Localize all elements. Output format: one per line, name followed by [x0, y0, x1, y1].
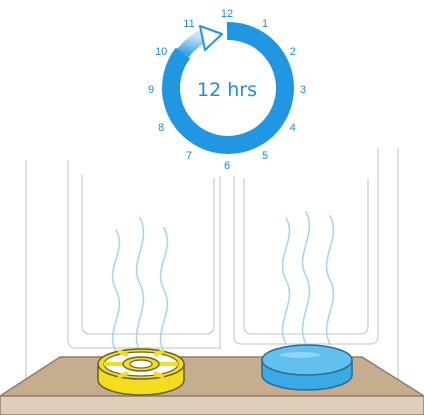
blue-dish	[262, 345, 352, 390]
hour-label-6: 6	[224, 160, 230, 172]
hour-label-11: 11	[183, 18, 194, 30]
timer-center-label: 12 hrs	[197, 79, 257, 101]
vapor-left	[113, 218, 168, 352]
hour-label-1: 1	[262, 18, 268, 30]
timer-arrow-icon	[200, 26, 222, 50]
shelf	[0, 357, 424, 415]
hour-label-9: 9	[148, 84, 154, 96]
hour-label-7: 7	[186, 150, 192, 162]
hour-label-4: 4	[290, 122, 296, 134]
hour-label-8: 8	[158, 122, 164, 134]
hour-label-3: 3	[300, 84, 306, 96]
vapor-right	[283, 212, 334, 344]
hour-label-12: 12	[221, 8, 233, 20]
yellow-filter	[98, 349, 184, 395]
hour-label-10: 10	[155, 46, 167, 58]
hour-label-2: 2	[290, 46, 296, 58]
hour-label-5: 5	[262, 150, 268, 162]
